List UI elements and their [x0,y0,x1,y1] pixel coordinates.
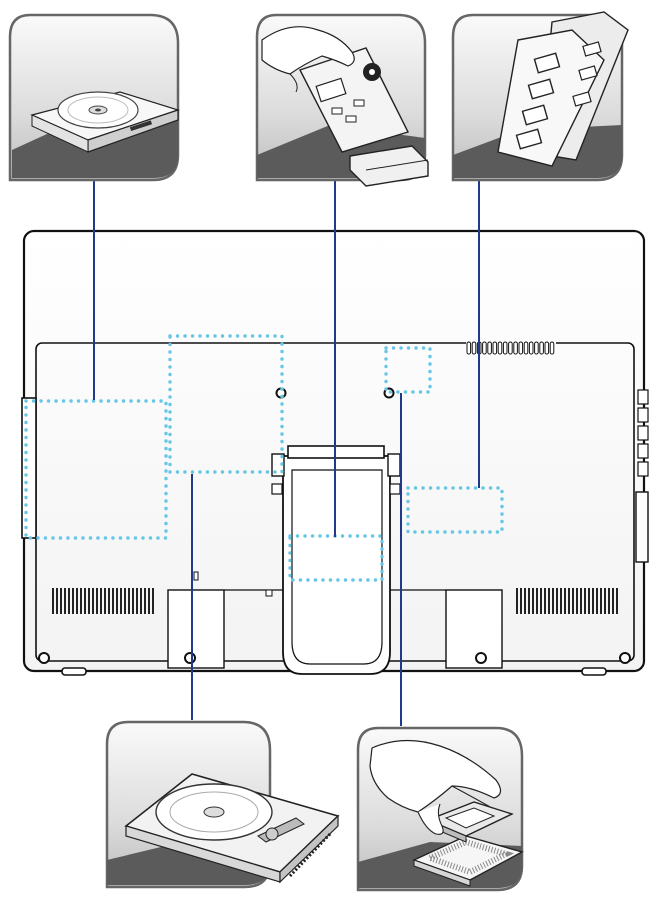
vent-slot [497,341,503,355]
memory-panel [451,11,629,182]
vent-slot [549,341,555,355]
vent-slot [523,341,529,355]
lower-right-cover [445,589,503,669]
vent-slot [513,341,518,355]
optical-drive-region [24,399,168,540]
top-vent [466,341,556,355]
vent-slot [471,341,477,355]
memory-region [406,486,504,534]
right-foot [581,667,607,676]
vent-slot [482,341,487,355]
vent-slot [466,341,472,355]
wifi-card-icon [261,26,429,187]
optical-drive-icon [30,91,180,153]
vent-slot [502,341,508,355]
cpu-region [384,346,432,394]
vent-slot [544,341,550,355]
optical-drive-panel [8,13,180,182]
callout-lines [93,180,480,726]
hard-disk-panel [105,720,340,889]
vent-slot [492,341,498,355]
monitor-stand [271,445,401,675]
left-foot [61,667,87,676]
vent-slot [518,341,524,355]
vent-slot [539,341,544,355]
cpu-chip-icon [369,739,524,887]
cpu-panel [356,726,524,892]
wireless-card-panel [255,13,429,187]
vent-slot [487,341,492,355]
vent-slot [534,341,539,355]
ram-module-icon [497,11,629,167]
side-buttons [635,389,649,563]
hard-disk-icon [124,773,340,884]
bottom-left-vent [52,588,154,614]
vent-slot [528,341,534,355]
lower-left-cover [167,589,225,669]
vent-slot [508,341,513,355]
wireless-card-region [168,334,284,474]
bottom-right-vent [516,588,618,614]
screw-holes [38,387,631,664]
